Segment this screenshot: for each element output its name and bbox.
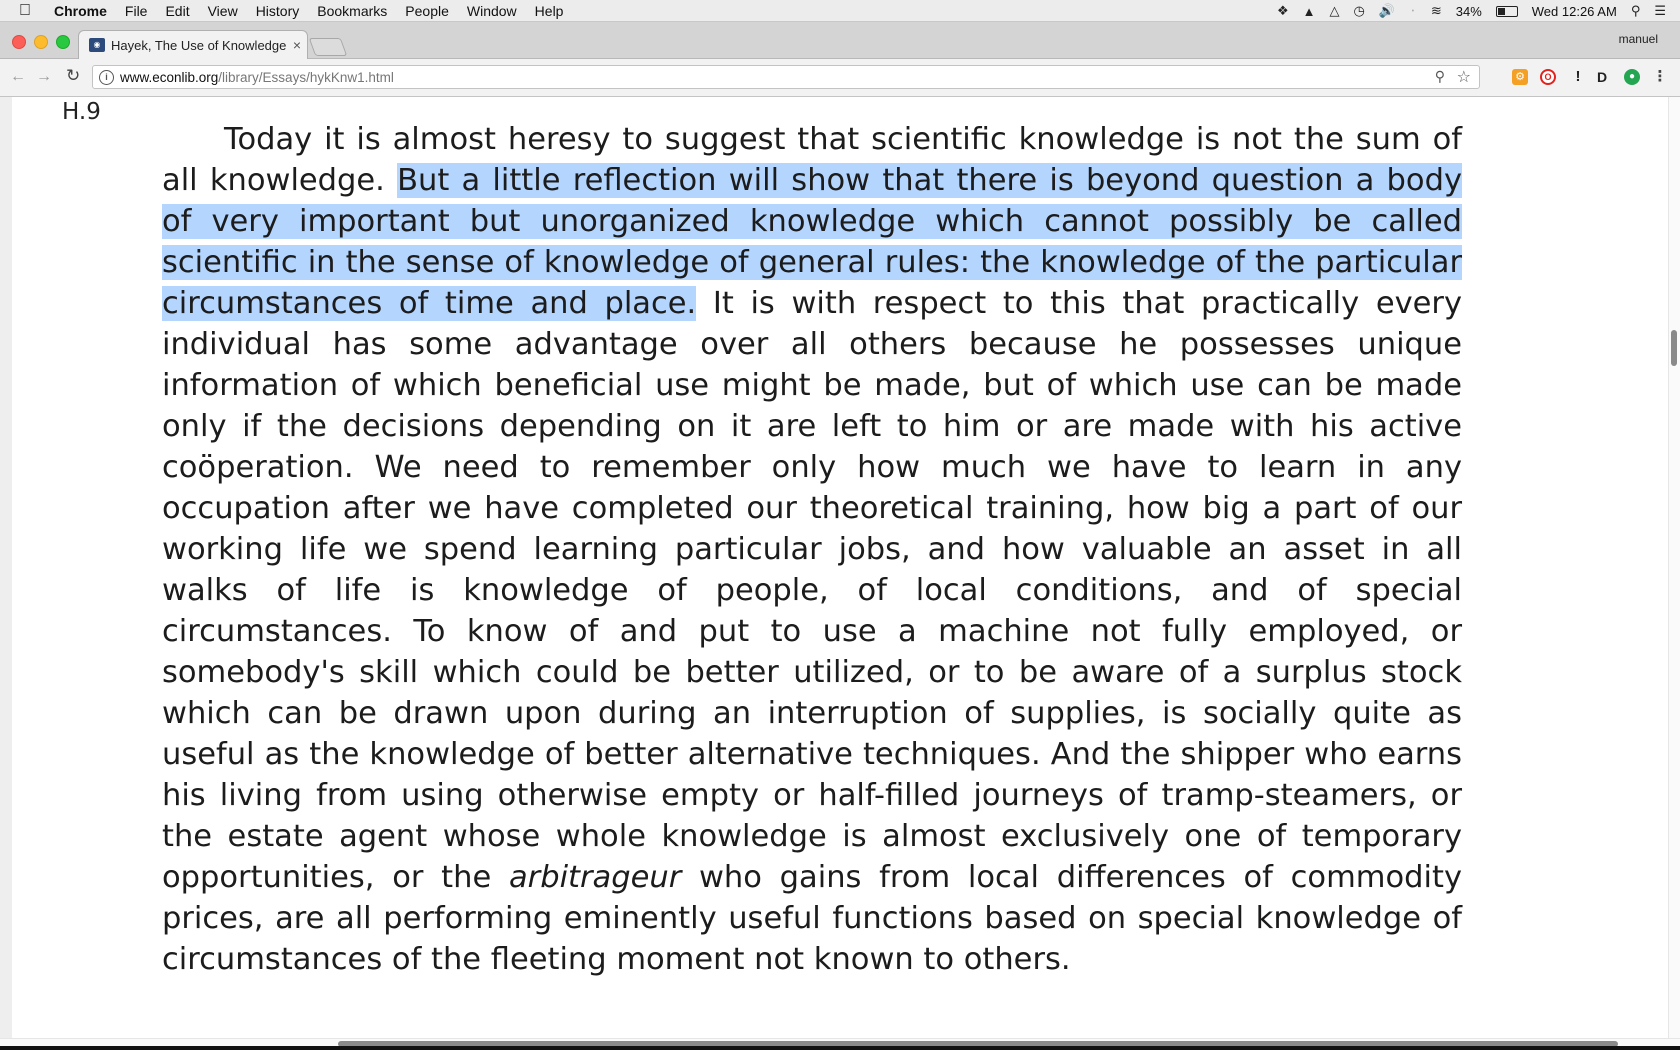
volume-icon[interactable]: 🔊 <box>1378 3 1396 18</box>
url-path: /library/Essays/hykKnw1.html <box>218 69 394 85</box>
drive-icon[interactable]: △ <box>1329 3 1340 18</box>
bluetooth-icon[interactable]: ᛫ <box>1409 3 1417 19</box>
d-extension-icon[interactable]: D <box>1596 69 1608 85</box>
browser-toolbar: ← → ↻ i www.econlib.org/library/Essays/h… <box>0 59 1680 97</box>
vpn-icon[interactable]: ▲ <box>1302 3 1316 19</box>
alert-extension-icon[interactable]: ! <box>1575 68 1581 85</box>
window-zoom-button[interactable] <box>56 35 70 49</box>
address-bar[interactable]: i www.econlib.org/library/Essays/hykKnw1… <box>92 65 1480 89</box>
tab-title: Hayek, The Use of Knowledge <box>111 37 287 53</box>
bookmark-star-icon[interactable]: ☆ <box>1456 69 1471 86</box>
window-minimize-button[interactable] <box>34 35 48 49</box>
text-middle: It is with respect to this that practica… <box>162 286 1462 895</box>
green-extension-icon[interactable]: ● <box>1624 69 1640 85</box>
wifi-icon[interactable]: ≋ <box>1430 3 1442 18</box>
vertical-scrollbar-thumb[interactable] <box>1671 330 1677 366</box>
tab-strip: ◉ Hayek, The Use of Knowledge × manuel <box>0 22 1680 59</box>
apple-icon[interactable]:  <box>0 2 50 20</box>
forward-arrow-icon[interactable]: → <box>36 68 52 85</box>
text-before-selection: Today it is almost heresy to suggest tha… <box>162 122 1462 198</box>
vertical-scrollbar-track[interactable] <box>1668 97 1680 1038</box>
spotlight-search-icon[interactable]: ⚲ <box>1630 3 1641 18</box>
site-favicon: ◉ <box>89 38 105 52</box>
chrome-menu-icon[interactable]: ⋮ <box>1652 68 1668 85</box>
site-info-icon[interactable]: i <box>99 69 114 85</box>
italic-term: arbitrageur <box>508 860 682 895</box>
menu-people[interactable]: People <box>405 2 449 19</box>
hubspot-extension-icon[interactable]: ⚙ <box>1512 69 1528 85</box>
tab-hayek[interactable]: ◉ Hayek, The Use of Knowledge × <box>78 30 308 59</box>
menu-help[interactable]: Help <box>534 2 564 19</box>
window-close-button[interactable] <box>12 35 26 49</box>
back-arrow-icon[interactable]: ← <box>10 68 26 85</box>
menu-app-chrome[interactable]: Chrome <box>54 2 107 19</box>
menu-window[interactable]: Window <box>466 2 517 19</box>
tab-close-icon[interactable]: × <box>292 37 302 53</box>
status-area: ❖ ▲ △ ◷ 🔊 ᛫ ≋ 34% Wed 12:26 AM ⚲ ☰ <box>1277 0 1666 22</box>
time-machine-icon[interactable]: ◷ <box>1353 3 1365 18</box>
opera-extension-icon[interactable]: O <box>1540 69 1556 85</box>
menu-edit[interactable]: Edit <box>165 2 190 19</box>
window-controls <box>12 35 70 49</box>
notification-center-icon[interactable]: ☰ <box>1654 3 1666 18</box>
new-tab-button[interactable] <box>308 38 348 56</box>
profile-name[interactable]: manuel <box>1618 32 1658 46</box>
zoom-icon[interactable]: ⚲ <box>1434 68 1445 84</box>
battery-percent: 34% <box>1455 3 1482 19</box>
reload-icon[interactable]: ↻ <box>66 66 81 85</box>
page-left-margin <box>0 97 12 1038</box>
paragraph-id: H.9 <box>62 99 101 125</box>
menubar-clock[interactable]: Wed 12:26 AM <box>1531 3 1617 19</box>
menu-file[interactable]: File <box>124 2 148 19</box>
menu-view[interactable]: View <box>207 2 238 19</box>
article-paragraph: Today it is almost heresy to suggest tha… <box>162 119 1462 980</box>
menu-bookmarks[interactable]: Bookmarks <box>317 2 388 19</box>
url-host: www.econlib.org <box>120 69 219 85</box>
horizontal-scrollbar-thumb[interactable] <box>338 1041 1618 1047</box>
window-bottom-edge <box>0 1046 1680 1050</box>
page-viewport: H.9 Today it is almost heresy to suggest… <box>0 97 1668 1038</box>
battery-icon[interactable] <box>1495 5 1518 17</box>
menu-history[interactable]: History <box>255 2 300 19</box>
text-after: who gains from local differences of comm… <box>162 860 1462 977</box>
dropbox-icon[interactable]: ❖ <box>1276 3 1289 18</box>
menu-bar:  Chrome File Edit View History Bookmark… <box>0 0 1680 22</box>
